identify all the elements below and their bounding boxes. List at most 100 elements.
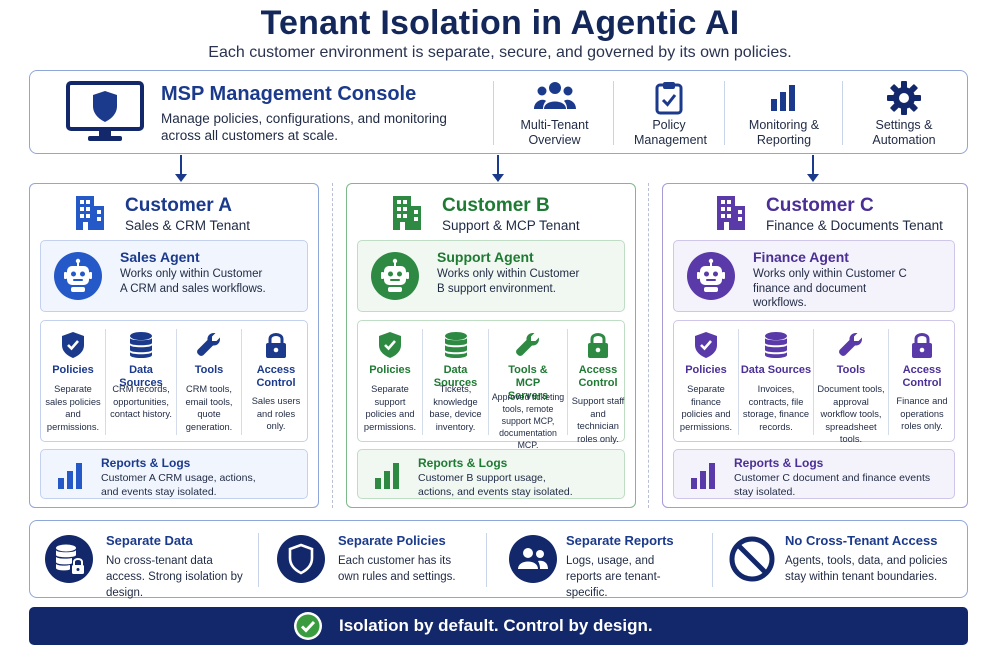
capability-policies[interactable]: Policies Separate sales policies and per…: [41, 321, 105, 443]
tenant-boundary: [332, 183, 333, 508]
users-icon: [533, 81, 576, 116]
wrench-icon: [196, 331, 222, 362]
divider: [888, 329, 889, 435]
capabilities-panel: Policies Separate finance policies and p…: [673, 320, 955, 444]
capability-name: Data Sources: [433, 364, 478, 389]
divider: [105, 329, 106, 435]
capability-name: Policies: [369, 364, 411, 376]
capability-description: CRM tools, email tools, quote generation…: [185, 384, 233, 432]
capability-name: Data Sources: [119, 364, 163, 389]
reports-title: Reports & Logs: [418, 456, 508, 470]
tenant-subtitle: Support & MCP Tenant: [442, 218, 580, 233]
principle-separate-policies: Separate Policies Each customer has its …: [276, 521, 486, 599]
banner-text: Isolation by default. Control by design.: [339, 616, 653, 635]
divider: [738, 329, 739, 435]
principle-title: Separate Reports: [566, 533, 674, 548]
console-title: MSP Management Console: [161, 83, 417, 105]
monitor-shield-icon: [66, 81, 144, 148]
capability-data-sources[interactable]: Data Sources Tickets, knowledge base, de…: [423, 321, 488, 443]
tenant-customer-c: Customer C Finance & Documents Tenant Fi…: [662, 183, 968, 508]
wrench-icon: [515, 331, 541, 362]
bar-chart-icon: [374, 461, 402, 494]
robot-icon: [371, 252, 419, 300]
capability-name: Tools & MCP Servers: [507, 364, 549, 402]
principle-title: Separate Policies: [338, 533, 446, 548]
users-icon: [508, 534, 558, 589]
capability-access-control[interactable]: Access Control Finance and operations ro…: [889, 321, 955, 443]
principle-no-cross-tenant-access: No Cross-Tenant Access Agents, tools, da…: [727, 521, 963, 599]
feature-label: Policy Management: [634, 118, 707, 147]
bar-chart-icon: [57, 461, 85, 494]
capability-description: Approved ticketing tools, remote support…: [491, 392, 565, 450]
reports-logs-card[interactable]: Reports & Logs Customer B support usage,…: [357, 449, 625, 499]
capability-description: Sales users and roles only.: [251, 396, 301, 431]
building-icon: [713, 194, 747, 235]
reports-logs-card[interactable]: Reports & Logs Customer A CRM usage, act…: [40, 449, 308, 499]
database-lock-icon: [44, 534, 94, 589]
capability-description: Support staff and technician roles only.: [571, 396, 625, 444]
arrow-to-customer-c: [812, 155, 814, 175]
robot-icon: [687, 252, 735, 300]
reports-description: Customer B support usage, actions, and e…: [418, 472, 573, 498]
capability-tools[interactable]: Tools Document tools, approval workflow …: [814, 321, 888, 444]
isolation-banner: Isolation by default. Control by design.: [29, 607, 968, 645]
building-icon: [72, 194, 106, 235]
capability-name: Data Sources: [740, 364, 812, 376]
principle-description: Each customer has its own rules and sett…: [338, 555, 456, 583]
feature-label: Settings & Automation: [872, 118, 936, 147]
capability-data-sources[interactable]: Data Sources CRM records, opportunities,…: [106, 321, 176, 443]
wrench-icon: [838, 331, 864, 362]
capability-name: Tools: [194, 364, 224, 376]
feature-policy-management[interactable]: Policy Management: [614, 71, 724, 155]
capability-policies[interactable]: Policies Separate support policies and p…: [358, 321, 422, 443]
agent-description: Works only within Customer C finance and…: [753, 268, 907, 309]
capability-data-sources[interactable]: Data Sources Invoices, contracts, file s…: [739, 321, 813, 443]
capability-description: Document tools, approval workflow tools,…: [817, 384, 885, 444]
capability-policies[interactable]: Policies Separate finance policies and p…: [674, 321, 738, 443]
feature-multi-tenant-overview[interactable]: Multi-Tenant Overview: [496, 71, 613, 155]
sales-agent-card[interactable]: Sales Agent Works only within Customer A…: [40, 240, 308, 312]
robot-icon: [54, 252, 102, 300]
reports-title: Reports & Logs: [101, 456, 191, 470]
capability-name: Tools: [836, 364, 866, 376]
console-description: Manage policies, configurations, and mon…: [161, 111, 447, 143]
clipboard-check-icon: [655, 81, 683, 120]
principle-title: Separate Data: [106, 533, 193, 548]
reports-logs-card[interactable]: Reports & Logs Customer C document and f…: [673, 449, 955, 499]
divider: [613, 81, 614, 145]
reports-title: Reports & Logs: [734, 456, 824, 470]
support-agent-card[interactable]: Support Agent Works only within Customer…: [357, 240, 625, 312]
capability-tools[interactable]: Tools CRM tools, email tools, quote gene…: [177, 321, 241, 443]
principle-description: Agents, tools, data, and policies stay w…: [785, 555, 948, 583]
page-title: Tenant Isolation in Agentic AI: [260, 4, 740, 42]
capability-access-control[interactable]: Access Control Support staff and technic…: [568, 321, 628, 444]
capability-name: Access Control: [902, 364, 942, 389]
lock-icon: [265, 331, 287, 364]
capability-name: Access Control: [578, 364, 618, 389]
agent-description: Works only within Customer A CRM and sal…: [120, 268, 266, 295]
divider: [486, 533, 487, 587]
reports-description: Customer C document and finance events s…: [734, 472, 931, 498]
capabilities-panel: Policies Separate support policies and p…: [357, 320, 628, 450]
page-subtitle: Each customer environment is separate, s…: [208, 44, 792, 61]
capabilities-panel: Policies Separate sales policies and per…: [40, 320, 308, 442]
feature-settings-automation[interactable]: Settings & Automation: [844, 71, 964, 155]
capability-description: Separate sales policies and permissions.: [45, 384, 101, 432]
tenant-customer-a: Customer A Sales & CRM Tenant Sales Agen…: [29, 183, 319, 508]
feature-monitoring-reporting[interactable]: Monitoring & Reporting: [727, 71, 842, 155]
bar-chart-icon: [690, 461, 718, 494]
principle-description: No cross-tenant data access. Strong isol…: [106, 555, 243, 599]
principle-title: No Cross-Tenant Access: [785, 533, 938, 548]
tenant-name: Customer B: [442, 195, 550, 216]
check-circle-icon: [293, 611, 323, 646]
finance-agent-card[interactable]: Finance Agent Works only within Customer…: [673, 240, 955, 312]
capability-tools-mcp-servers[interactable]: Tools & MCP Servers Approved ticketing t…: [489, 321, 567, 450]
capability-access-control[interactable]: Access Control Sales users and roles onl…: [242, 321, 310, 443]
capability-description: Invoices, contracts, file storage, finan…: [742, 384, 810, 432]
prohibited-icon: [727, 534, 777, 589]
principle-description: Logs, usage, and reports are tenant-spec…: [566, 555, 661, 599]
tenant-name: Customer A: [125, 195, 232, 216]
shield-check-icon: [694, 331, 718, 364]
bar-chart-icon: [769, 81, 801, 116]
agent-name: Support Agent: [437, 249, 534, 265]
